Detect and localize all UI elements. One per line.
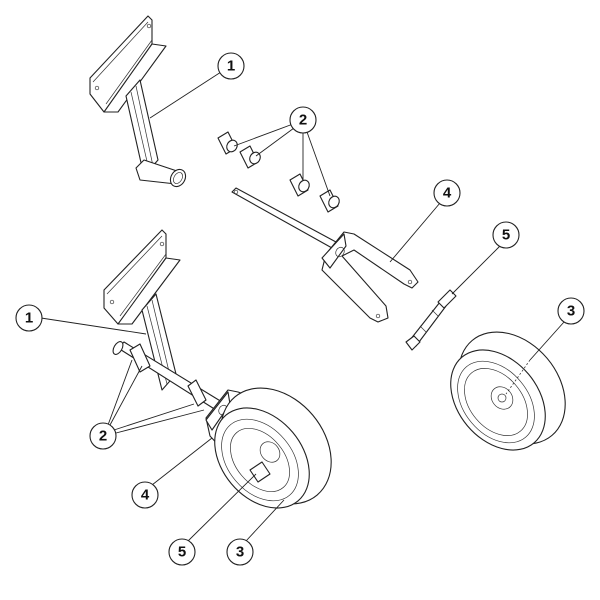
callout-1-top: 1 [217, 52, 245, 80]
axle-tube-assembled [112, 341, 223, 411]
bushing-1 [217, 131, 238, 155]
mounting-bracket-exploded [89, 15, 187, 188]
svg-text:1: 1 [227, 58, 235, 75]
bushing-4 [319, 189, 340, 213]
svg-text:1: 1 [25, 310, 33, 327]
callout-2-lower: 2 [89, 422, 117, 450]
svg-text:3: 3 [236, 544, 244, 561]
bushing-assembled-1 [129, 343, 151, 373]
bushings-exploded [217, 131, 340, 213]
callout-4-top: 4 [433, 179, 461, 207]
callout-2-top: 2 [289, 106, 317, 134]
callout-1-lower: 1 [15, 304, 43, 332]
wheel-exploded [450, 331, 566, 451]
axle-bolt-exploded [405, 289, 457, 351]
axle-bolt-assembled [249, 461, 271, 483]
leader-lines [40, 71, 565, 542]
callout-5-bottom: 5 [168, 538, 196, 566]
callout-5-right: 5 [492, 221, 520, 249]
callout-3-right: 3 [557, 297, 585, 325]
svg-text:4: 4 [141, 487, 150, 504]
callout-4-lower: 4 [131, 481, 159, 509]
svg-text:2: 2 [299, 112, 307, 129]
bushing-2 [239, 145, 261, 169]
wheel-assembled [214, 387, 332, 509]
callout-3-bottom: 3 [226, 538, 254, 566]
bushing-3 [289, 173, 310, 197]
svg-text:3: 3 [567, 303, 575, 320]
svg-text:4: 4 [443, 185, 452, 202]
svg-text:5: 5 [502, 227, 510, 244]
mounting-bracket-assembled [103, 229, 181, 391]
wheel-fork-exploded [231, 187, 419, 323]
svg-text:2: 2 [99, 428, 107, 445]
bushing-assembled-2 [187, 379, 207, 407]
svg-text:5: 5 [178, 544, 186, 561]
